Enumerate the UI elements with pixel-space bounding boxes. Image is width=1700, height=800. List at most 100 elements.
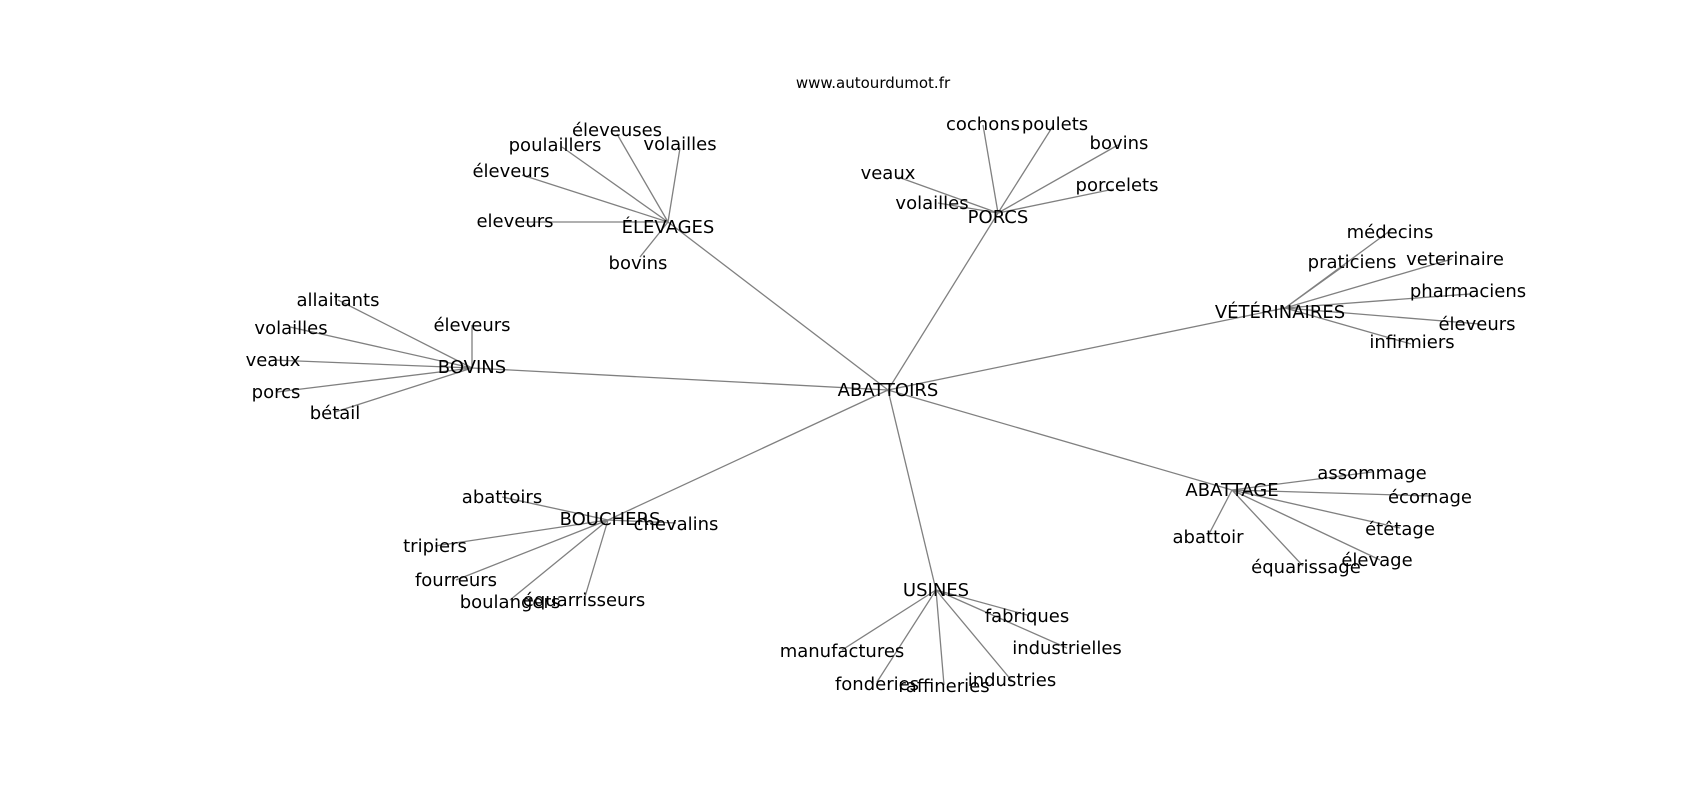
leaf-label-elevages-eleveurs: éleveurs (472, 161, 549, 182)
leaf-label-elevages-volailles: volailles (643, 134, 716, 155)
edge-elevages-poulaillers (561, 146, 669, 223)
edge-porcs-bovins (997, 144, 1119, 214)
hub-label-porcs: PORCS (968, 207, 1029, 228)
edge-bovins-betail (334, 367, 473, 413)
leaf-label-porcs-cochons: cochons (946, 114, 1020, 135)
edge-abattage-ecornage (1231, 489, 1431, 497)
edge-bovins-veaux (272, 359, 473, 369)
edge-abattage-equarissage (1231, 489, 1304, 567)
leaf-label-bouchers-tripiers: tripiers (403, 536, 467, 557)
leaf-label-veterinaires-pharmaciens: pharmaciens (1410, 281, 1526, 302)
leaf-label-bouchers-fourreurs: fourreurs (415, 570, 497, 591)
edge-bovins-porcs (276, 367, 473, 393)
edge-bouchers-tripiers (434, 519, 609, 547)
edge-veterinaires-veterinaire (1284, 258, 1453, 309)
edge-usines-raffineries (935, 589, 945, 686)
edge-abattage-abattoir (1207, 489, 1233, 537)
leaf-label-abattage-etetage: étêtage (1365, 519, 1435, 540)
edge-bouchers-equarrisseurs (583, 519, 609, 601)
edge-elevages-volailles (667, 147, 681, 223)
hub-label-bouchers: BOUCHERS (560, 509, 661, 530)
edge-bouchers-abattoirs (501, 496, 609, 521)
leaf-label-usines-industries: industries (968, 670, 1057, 691)
edge-abattage-etetage (1231, 489, 1401, 529)
leaf-label-veterinaires-eleveurs: éleveurs (1438, 314, 1515, 335)
edge-abattage-elevage (1231, 489, 1381, 561)
leaf-label-bovins-allaitants: allaitants (297, 290, 380, 311)
leaf-label-veterinaires-veterinaire: veterinaire (1406, 249, 1504, 270)
edge-usines-industries (935, 589, 1013, 682)
edges-layer (272, 124, 1481, 686)
edge-center-porcs (887, 212, 999, 391)
edge-elevages-eleveuses (616, 133, 669, 223)
leaf-label-usines-fonderies: fonderies (835, 674, 919, 695)
leaf-label-elevages-eleveurs: eleveurs (476, 211, 553, 232)
edge-bovins-volailles (289, 326, 473, 369)
leaf-label-veterinaires-medecins: médecins (1347, 222, 1434, 243)
leaf-label-abattage-equarissage: équarissage (1251, 557, 1361, 578)
edge-usines-manufactures (841, 589, 937, 651)
edge-bouchers-boulangers (509, 519, 609, 601)
hub-label-abattage: ABATTAGE (1185, 480, 1278, 501)
edge-center-bovins (471, 367, 889, 391)
edge-abattage-assommage (1231, 471, 1373, 491)
site-label: www.autourdumot.fr (796, 74, 951, 92)
leaf-label-porcs-porcelets: porcelets (1076, 175, 1159, 196)
hub-label-usines: USINES (903, 580, 969, 601)
leaf-label-porcs-bovins: bovins (1090, 133, 1149, 154)
leaf-label-porcs-volailles: volailles (895, 193, 968, 214)
leaf-label-bovins-volailles: volailles (254, 318, 327, 339)
edge-porcs-porcelets (997, 188, 1115, 214)
hub-label-bovins: BOVINS (438, 357, 506, 378)
leaf-label-bouchers-chevalins: chevalins (634, 514, 719, 535)
edge-center-usines (887, 389, 937, 591)
edge-porcs-volailles (937, 202, 999, 214)
edge-veterinaires-eleveurs (1284, 307, 1481, 325)
edge-usines-fabriques (935, 589, 1028, 616)
leaf-label-bouchers-boulangers: boulangers (460, 592, 561, 613)
leaf-label-usines-manufactures: manufactures (780, 641, 905, 662)
leaf-label-usines-raffineries: raffineries (898, 676, 989, 697)
edge-bouchers-fourreurs (455, 519, 609, 581)
center-node-label: ABATTOIRS (838, 380, 939, 401)
edge-center-abattage (887, 389, 1233, 491)
edge-bovins-allaitants (337, 299, 473, 369)
leaf-label-usines-fabriques: fabriques (985, 606, 1069, 627)
edge-elevages-bovins (639, 221, 669, 258)
hub-label-elevages: ÉLEVAGES (622, 216, 715, 238)
leaf-label-abattage-ecornage: écornage (1388, 487, 1472, 508)
edge-center-bouchers (607, 389, 889, 521)
edge-center-elevages (667, 221, 889, 391)
edge-center-veterinaires (887, 307, 1286, 391)
leaf-label-usines-industrielles: industrielles (1012, 638, 1122, 659)
edge-porcs-cochons (982, 124, 999, 214)
leaf-label-bouchers-equarrisseurs: équarrisseurs (523, 590, 645, 611)
edge-usines-industrielles (935, 589, 1068, 649)
edge-elevages-eleveurs (521, 174, 669, 223)
leaf-label-porcs-poulets: poulets (1022, 114, 1088, 135)
leaf-label-elevages-poulaillers: poulaillers (509, 135, 602, 156)
leaf-label-elevages-eleveuses: éleveuses (572, 120, 662, 141)
edge-porcs-poulets (997, 125, 1054, 214)
leaf-label-veterinaires-praticiens: praticiens (1308, 252, 1397, 273)
edge-bouchers-chevalins (607, 519, 677, 524)
edge-usines-fonderies (876, 589, 937, 683)
leaf-label-abattage-elevage: élevage (1341, 550, 1412, 571)
edge-porcs-veaux (897, 176, 999, 214)
leaf-label-abattage-assommage: assommage (1317, 463, 1426, 484)
leaf-label-bovins-betail: bétail (310, 403, 361, 424)
leaf-label-bovins-eleveurs: éleveurs (433, 315, 510, 336)
leaf-label-porcs-veaux: veaux (861, 163, 916, 184)
leaf-label-abattage-abattoir: abattoir (1172, 527, 1244, 548)
leaf-label-bovins-veaux: veaux (246, 350, 301, 371)
edge-veterinaires-praticiens (1284, 264, 1346, 309)
labels-layer: www.autourdumot.fr ABATTOIRS éleveusespo… (246, 74, 1527, 697)
leaf-label-veterinaires-infirmiers: infirmiers (1369, 332, 1454, 353)
leaf-label-bovins-porcs: porcs (252, 382, 301, 403)
edge-veterinaires-infirmiers (1284, 307, 1412, 345)
leaf-label-bouchers-abattoirs: abattoirs (462, 487, 542, 508)
leaf-label-elevages-bovins: bovins (609, 253, 668, 274)
edge-veterinaires-pharmaciens (1284, 293, 1471, 309)
hub-label-veterinaires: VÉTÉRINAIRES (1215, 301, 1345, 323)
